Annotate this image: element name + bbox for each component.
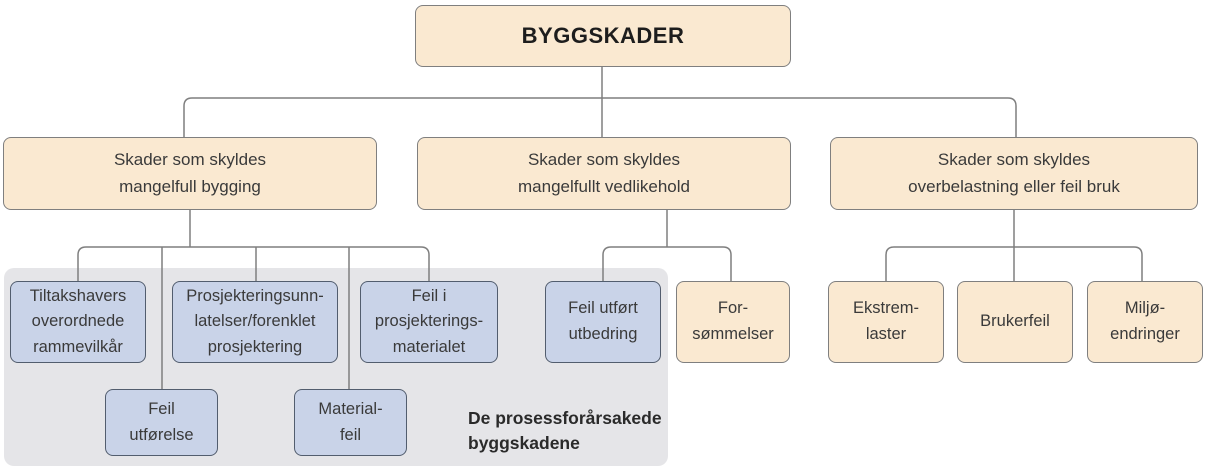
node-byggskader: BYGGSKADER <box>415 5 791 67</box>
node-forsommelser: For- sømmelser <box>676 281 790 363</box>
node-tiltakshavers-rammevilkar: Tiltakshavers overordnede rammevilkår <box>10 281 146 363</box>
node-skader-mangelfull-bygging: Skader som skyldes mangelfull bygging <box>3 137 377 210</box>
process-group-caption: De prosessforårsakede byggskadene <box>468 408 662 454</box>
node-miljoendringer: Miljø- endringer <box>1087 281 1203 363</box>
node-prosjekteringsunnlatelser: Prosjekteringsunn- latelser/forenklet pr… <box>172 281 338 363</box>
node-feil-utforelse: Feil utførelse <box>105 389 218 456</box>
node-ekstremlaster: Ekstrem- laster <box>828 281 944 363</box>
node-skader-overbelastning-feil-bruk: Skader som skyldes overbelastning eller … <box>830 137 1198 210</box>
node-feil-utfort-utbedring: Feil utført utbedring <box>545 281 661 363</box>
node-materialfeil: Material- feil <box>294 389 407 456</box>
node-brukerfeil: Brukerfeil <box>957 281 1073 363</box>
node-skader-mangelfullt-vedlikehold: Skader som skyldes mangelfullt vedlikeho… <box>417 137 791 210</box>
node-feil-i-prosjekteringsmaterialet: Feil i prosjekterings- materialet <box>360 281 498 363</box>
